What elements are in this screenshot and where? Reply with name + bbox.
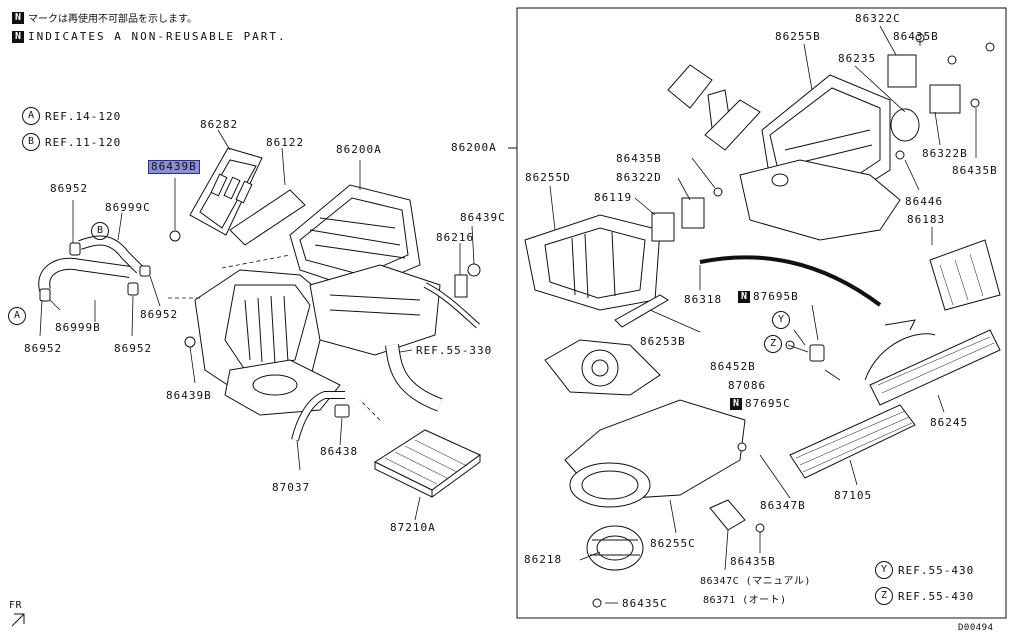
ref-z-callout: Z (764, 335, 782, 353)
ref-y-callout: Y (772, 311, 790, 329)
part-86282[interactable]: 86282 (200, 118, 239, 131)
leader-lines-right (549, 25, 977, 604)
part-86439C[interactable]: 86439C (460, 211, 506, 224)
part-86435B-mid[interactable]: 86435B (616, 152, 662, 165)
part-86200A-frame[interactable]: 86200A (451, 141, 497, 154)
ref-a-text: REF.14-120 (45, 109, 122, 123)
ref-a[interactable]: A REF.14-120 (22, 107, 121, 125)
legend-english: N INDICATES A NON-REUSABLE PART. (12, 30, 287, 43)
part-86318[interactable]: 86318 (684, 293, 723, 306)
part-86119[interactable]: 86119 (594, 191, 633, 204)
part-86255D[interactable]: 86255D (525, 171, 571, 184)
part-87086[interactable]: 87086 (728, 379, 767, 392)
ref-b-text: REF.11-120 (45, 135, 122, 149)
part-86999B[interactable]: 86999B (55, 321, 101, 334)
leader-lines-left (39, 129, 475, 521)
hvac-case-left (38, 147, 481, 498)
part-87695B[interactable]: N 87695B (738, 290, 799, 303)
ref-circle-y: Y (875, 561, 893, 579)
ref-circle-a: A (22, 107, 40, 125)
part-86122[interactable]: 86122 (266, 136, 305, 149)
part-86446[interactable]: 86446 (905, 195, 944, 208)
ref-z-text: REF.55-430 (898, 589, 975, 603)
part-86253B[interactable]: 86253B (640, 335, 686, 348)
part-86235[interactable]: 86235 (838, 52, 877, 65)
fr-arrow-icon (11, 613, 25, 627)
ref-y-text: REF.55-430 (898, 563, 975, 577)
part-86952-left[interactable]: 86952 (24, 342, 63, 355)
part-86952-right[interactable]: 86952 (140, 308, 179, 321)
part-86438[interactable]: 86438 (320, 445, 359, 458)
diagram-code: D00494 (958, 623, 994, 633)
part-86439B-highlighted[interactable]: 86439B (148, 160, 200, 174)
hvac-exploded-right (524, 33, 1001, 608)
legend-english-text: INDICATES A NON-REUSABLE PART. (28, 30, 287, 43)
part-86435B-lower[interactable]: 86435B (730, 555, 776, 568)
part-86952-top[interactable]: 86952 (50, 182, 89, 195)
legend-japanese-text: マークは再使用不可部品を示します。 (28, 14, 197, 25)
ref-55-330[interactable]: REF.55-330 (416, 344, 493, 357)
part-86439B-lower[interactable]: 86439B (166, 389, 212, 402)
part-86452B[interactable]: 86452B (710, 360, 756, 373)
part-86183[interactable]: 86183 (907, 213, 946, 226)
part-87695B-text: 87695B (753, 290, 799, 303)
part-86347C[interactable]: 86347C (マニュアル) (700, 576, 811, 587)
part-86218[interactable]: 86218 (524, 553, 563, 566)
ref-y[interactable]: Y REF.55-430 (875, 561, 974, 579)
part-86371[interactable]: 86371 (オート) (703, 595, 787, 606)
part-86347B[interactable]: 86347B (760, 499, 806, 512)
part-87037[interactable]: 87037 (272, 481, 311, 494)
part-87210A[interactable]: 87210A (390, 521, 436, 534)
part-86322B[interactable]: 86322B (922, 147, 968, 160)
ref-b[interactable]: B REF.11-120 (22, 133, 121, 151)
part-86435C[interactable]: 86435C (622, 597, 668, 610)
part-86435B-top[interactable]: 86435B (893, 30, 939, 43)
part-86255C[interactable]: 86255C (650, 537, 696, 550)
part-86216[interactable]: 86216 (436, 231, 475, 244)
ref-b-callout: B (91, 222, 109, 240)
part-86200A-left[interactable]: 86200A (336, 143, 382, 156)
part-87695C[interactable]: N 87695C (730, 397, 791, 410)
part-87105[interactable]: 87105 (834, 489, 873, 502)
right-section-frame (516, 7, 1007, 619)
legend-japanese: N マークは再使用不可部品を示します。 (12, 10, 197, 25)
ref-circle-b: B (22, 133, 40, 151)
ref-circle-z: Z (875, 587, 893, 605)
part-86255B[interactable]: 86255B (775, 30, 821, 43)
part-86322D[interactable]: 86322D (616, 171, 662, 184)
part-87695C-text: 87695C (745, 397, 791, 410)
ref-z[interactable]: Z REF.55-430 (875, 587, 974, 605)
part-86322C[interactable]: 86322C (855, 12, 901, 25)
fr-label: FR (9, 600, 23, 611)
part-86435B-right[interactable]: 86435B (952, 164, 998, 177)
non-reusable-marker-icon: N (730, 397, 742, 410)
part-86999C[interactable]: 86999C (105, 201, 151, 214)
non-reusable-marker-icon: N (12, 11, 24, 24)
part-86952-mid[interactable]: 86952 (114, 342, 153, 355)
part-86245[interactable]: 86245 (930, 416, 969, 429)
ref-a-callout: A (8, 307, 26, 325)
non-reusable-marker-icon: N (12, 30, 24, 43)
non-reusable-marker-icon: N (738, 290, 750, 303)
